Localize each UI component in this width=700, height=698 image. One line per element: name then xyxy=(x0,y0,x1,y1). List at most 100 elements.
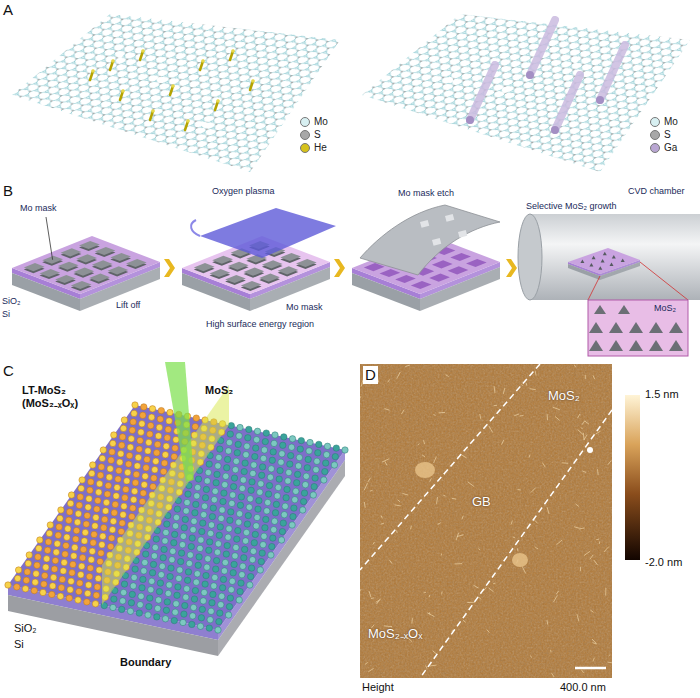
atom xyxy=(219,507,225,513)
atom xyxy=(332,453,338,459)
atom xyxy=(92,523,98,529)
atom xyxy=(68,578,74,584)
atom xyxy=(152,544,158,550)
afm-fleck xyxy=(494,405,497,406)
atom xyxy=(271,440,277,446)
atom xyxy=(267,474,273,480)
vacancy xyxy=(572,57,578,63)
atom xyxy=(215,541,221,547)
afm-fleck xyxy=(427,613,434,617)
atom xyxy=(116,467,122,473)
atom xyxy=(184,499,190,505)
atom xyxy=(321,477,327,483)
oxide-layer xyxy=(218,450,345,640)
atom xyxy=(305,456,311,462)
atom xyxy=(109,449,115,455)
atom xyxy=(115,476,121,482)
mos2-flake xyxy=(669,340,683,351)
atom xyxy=(187,552,193,558)
afm-fleck xyxy=(473,585,478,588)
boundary-line xyxy=(360,364,540,570)
atom xyxy=(145,612,151,618)
helium-ion xyxy=(141,49,145,53)
atom xyxy=(24,569,30,575)
atom xyxy=(178,550,184,556)
atom xyxy=(218,602,224,608)
atom xyxy=(289,436,295,442)
atom xyxy=(160,468,166,474)
mask-square xyxy=(110,253,131,261)
silicon-layer xyxy=(8,595,218,656)
afm-fleck xyxy=(578,430,584,435)
atom xyxy=(110,518,116,524)
atom xyxy=(270,535,276,541)
atom xyxy=(241,555,247,561)
atom xyxy=(303,473,309,479)
mos2-flake xyxy=(649,340,663,351)
afm-fleck xyxy=(434,414,436,416)
atom xyxy=(172,531,178,537)
atom xyxy=(131,574,137,580)
atom xyxy=(183,594,189,600)
afm-fleck xyxy=(584,435,588,441)
atom xyxy=(98,464,104,470)
atom xyxy=(237,424,243,430)
atom xyxy=(108,543,114,549)
atom xyxy=(202,581,208,587)
panel-letter: A xyxy=(3,1,13,19)
material-label: LT-MoS₂ (MoS₂₋ₓOₓ) xyxy=(22,384,122,410)
atom xyxy=(155,597,161,603)
atom xyxy=(89,470,95,476)
atom xyxy=(278,459,284,465)
vacancy xyxy=(202,122,208,128)
afm-particle xyxy=(415,462,435,478)
atom xyxy=(224,456,230,462)
atom xyxy=(261,533,267,539)
mask-square xyxy=(280,253,301,261)
cvd-tube xyxy=(530,214,700,300)
mask-square xyxy=(448,266,469,274)
afm-fleck xyxy=(411,618,413,624)
atom xyxy=(133,471,139,477)
afm-fleck xyxy=(582,421,585,425)
atom xyxy=(232,553,238,559)
atom xyxy=(79,555,85,561)
afm-fleck xyxy=(489,426,493,433)
atom xyxy=(206,547,212,553)
atom xyxy=(291,505,297,511)
atom xyxy=(196,554,202,560)
afm-fleck xyxy=(468,482,474,487)
atom xyxy=(311,483,317,489)
afm-fleck xyxy=(441,554,442,556)
atom xyxy=(265,491,271,497)
gallium-beam xyxy=(555,75,580,130)
atom xyxy=(238,580,244,586)
atom xyxy=(227,517,233,523)
atom xyxy=(217,610,223,616)
atom xyxy=(85,582,91,588)
atom xyxy=(333,445,339,451)
afm-fleck xyxy=(439,412,446,414)
atom xyxy=(97,558,103,564)
atom xyxy=(78,572,84,578)
atom xyxy=(129,427,135,433)
panel-letter: C xyxy=(3,362,14,380)
atom xyxy=(209,513,215,519)
atom xyxy=(241,468,247,474)
atom xyxy=(146,603,152,609)
atom xyxy=(232,467,238,473)
atom xyxy=(132,480,138,486)
legend-row: Mo xyxy=(300,116,328,127)
atom xyxy=(234,450,240,456)
atom xyxy=(245,435,251,441)
atom xyxy=(155,605,161,611)
atom xyxy=(226,603,232,609)
atom xyxy=(211,583,217,589)
gallium-beam xyxy=(470,65,495,120)
atom xyxy=(14,584,20,590)
mos2-flake xyxy=(603,252,607,256)
mos2-flake xyxy=(621,259,625,263)
afm-fleck xyxy=(596,431,601,434)
atom xyxy=(79,477,85,483)
mos2-flake xyxy=(629,322,643,333)
